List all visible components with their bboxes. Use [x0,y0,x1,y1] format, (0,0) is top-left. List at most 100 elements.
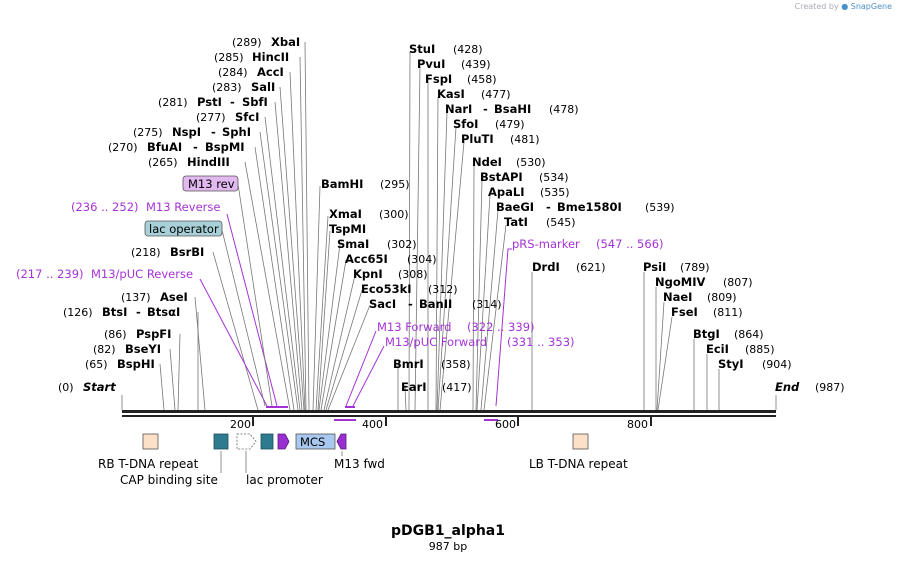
enzyme-pos: (428) [453,43,483,56]
snapgene-logo-icon: ● SnapGene [841,2,892,11]
primer-labels: (236 .. 252) M13 Reverse (217 .. 239) M1… [16,200,664,349]
enzyme-pos: (218) [131,246,161,259]
enzyme-pos: (65) [85,358,108,371]
m13-rev-box [182,175,239,192]
enzyme-btsai: BtsαI [147,305,180,319]
enzyme-bsphi: BspHI [117,357,155,371]
primer-m13-puc-forward: M13/pUC Forward [385,335,487,349]
enzyme-pos: (358) [441,358,471,371]
cap-binding-site-label: CAP binding site [120,473,218,487]
enzyme-pos: (289) [232,36,262,49]
enzyme-hindiii: HindIII [187,155,230,169]
enzyme-pos: (621) [576,261,606,274]
end-label: End [775,380,800,394]
enzyme-sep: - [193,140,198,154]
sequence-backbone [122,406,776,421]
plasmid-length: 987 bp [429,540,467,553]
enzyme-pos: (283) [212,81,242,94]
enzyme-pos: (439) [461,58,491,71]
enzyme-sfoi: SfoI [453,117,478,131]
enzyme-pos: (809) [707,291,737,304]
enzyme-bfuai: BfuAI [147,140,182,154]
enzyme-sbfi: SbfI [242,95,268,109]
enzyme-pos: (535) [540,186,570,199]
enzyme-naei: NaeI [663,290,692,304]
rb-tdna-repeat-label: RB T-DNA repeat [98,457,199,471]
enzyme-pluti: PluTI [461,132,494,146]
rb-tdna-repeat-feature [142,433,159,450]
feature-labels: RB T-DNA repeat CAP binding site lac pro… [98,457,628,487]
enzyme-btsi: BtsI [102,305,127,319]
primer-bar-prs [484,419,498,421]
primer-m13-forward: M13 Forward [377,320,451,334]
cap-binding-site-feature [213,433,229,450]
lb-tdna-repeat-feature [572,433,589,450]
enzyme-pos: (481) [510,133,540,146]
enzyme-sep: - [230,95,235,109]
lb-tdna-repeat-label: LB T-DNA repeat [529,457,628,471]
enzyme-pos: (904) [762,358,792,371]
primer-leader-lines [199,213,512,407]
enzyme-xbai: XbaI [271,35,300,49]
enzyme-pos: (265) [148,156,178,169]
enzyme-tati: TatI [504,215,528,229]
end-pos: (987) [815,381,845,394]
enzyme-eco53ki: Eco53kI [361,282,412,296]
enzyme-pos: (458) [467,73,497,86]
enzyme-tspmi: TspMI [329,222,366,236]
lac-operator-label: lac operator [149,222,219,236]
m13-fwd-feature [336,433,347,450]
enzyme-btgi: BtgI [693,327,720,341]
enzyme-psti: PstI [197,95,222,109]
enzyme-pos: (304) [407,253,437,266]
primer-prs-marker: pRS-marker [512,237,580,251]
tick-label: 600 [495,418,516,431]
enzyme-pos: (312) [428,283,458,296]
enzyme-pos: (530) [516,156,546,169]
mcs-label: MCS [300,435,325,449]
plasmid-name: pDGB1_alpha1 [391,523,505,539]
enzyme-pos: (308) [398,268,428,281]
enzyme-styi: StyI [718,357,744,371]
ruler: 200 400 600 800 [230,417,652,431]
enzyme-pos: (534) [539,171,569,184]
m13-rev-label: M13 rev [188,177,235,191]
tick-label: 200 [230,418,251,431]
lac-promoter-label: lac promoter [246,473,323,487]
enzyme-pos: (284) [218,66,248,79]
primer-range: (236 .. 252) [71,200,139,214]
enzyme-pos: (295) [380,178,410,191]
enzyme-sali: SalI [251,80,275,94]
enzyme-sphi: SphI [222,125,251,139]
enzyme-psii: PsiI [643,260,666,274]
enzyme-smai: SmaI [337,237,369,251]
lac-operator-box [144,220,223,237]
start-label: Start [83,380,116,394]
enzyme-pos: (275) [133,126,163,139]
enzyme-pos: (539) [645,201,675,214]
primer-bar-reverse [266,406,288,408]
enzyme-pvui: PvuI [417,57,445,71]
primer-range: (547 .. 566) [596,237,664,251]
enzyme-ecii: EciI [706,342,729,356]
enzyme-pos: (277) [196,111,226,124]
feature-leaders [220,451,343,473]
feature-boxes: M13 rev lac operator [144,175,273,407]
enzyme-sfci: SfcI [235,110,259,124]
enzyme-pos: (789) [680,261,710,274]
enzyme-nari: NarI [445,102,472,116]
start-pos: (0) [58,381,74,394]
enzyme-stui: StuI [409,42,435,56]
enzyme-pos: (417) [442,381,472,394]
enzyme-drdi: DrdI [532,260,560,274]
enzyme-asei: AseI [160,290,188,304]
enzyme-eari: EarI [401,380,427,394]
enzyme-pos: (302) [387,238,417,251]
enzyme-pspfi: PspFI [136,327,171,341]
enzyme-sep: - [408,297,413,311]
enzyme-pos: (300) [379,208,409,221]
snapgene-watermark: Created by ● SnapGene [794,2,892,11]
enzyme-pos: (864) [734,328,764,341]
m13-fwd-label: M13 fwd [334,457,385,471]
